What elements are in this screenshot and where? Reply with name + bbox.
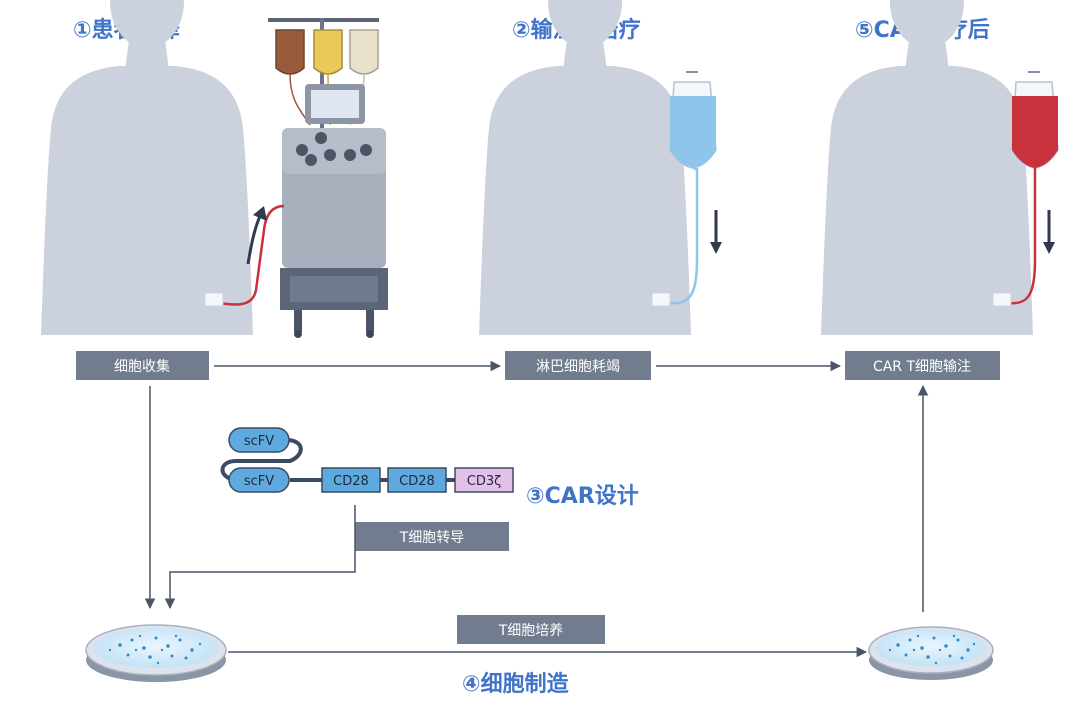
- patient-silhouette-1: [41, 0, 253, 335]
- down-flow-arrowhead-1: [710, 242, 722, 254]
- svg-text:CAR T细胞输注: CAR T细胞输注: [873, 359, 971, 375]
- cd28-domain-2: [387, 467, 447, 493]
- box-car-t-infusion: CAR T细胞输注: [845, 351, 1000, 380]
- cd28-label-2: CD28: [399, 474, 435, 489]
- saline-bag-icon: [669, 71, 717, 171]
- svg-text:细胞收集: 细胞收集: [114, 358, 170, 375]
- scfv-label-1: scFV: [244, 434, 274, 449]
- scfv-domain-1: [228, 427, 290, 453]
- arm-patch-1: [204, 292, 224, 307]
- cd3z-domain: [454, 467, 514, 493]
- scfv-label-2: scFV: [244, 474, 274, 489]
- up-flow-arrowhead: [253, 206, 267, 221]
- car-t-line: [1007, 168, 1037, 305]
- petri-dish-icon-1: [85, 624, 227, 682]
- cd28-domain-1: [321, 467, 381, 493]
- box-t-cell-transduction: T细胞转导: [355, 522, 509, 551]
- svg-text:T细胞培养: T细胞培养: [498, 623, 564, 639]
- blood-line-1: [219, 204, 285, 306]
- svg-text:T细胞转导: T细胞转导: [399, 530, 465, 546]
- scfv-domain-2: [228, 467, 290, 493]
- arrow-transduction-to-dish: [164, 505, 356, 610]
- down-flow-arrowhead-2: [1043, 242, 1055, 254]
- arm-patch-3: [992, 292, 1012, 307]
- apheresis-machine-icon: [268, 18, 388, 338]
- svg-text:淋巴细胞耗竭: 淋巴细胞耗竭: [536, 359, 620, 375]
- box-cell-collection: 细胞收集: [76, 351, 209, 380]
- up-flow-arrow-icon: [246, 215, 262, 265]
- patient-silhouette-2: [479, 0, 691, 335]
- arm-patch-2: [651, 292, 671, 307]
- petri-dish-icon-2: [868, 626, 994, 680]
- box-lymphodepletion: 淋巴细胞耗竭: [505, 351, 651, 380]
- car-construct: scFV scFV CD28 CD28 CD3ζ: [220, 427, 514, 493]
- step-title-cell-manufacturing: ④细胞制造: [462, 671, 569, 697]
- saline-line: [667, 168, 699, 305]
- box-t-cell-culture: T细胞培养: [457, 615, 605, 644]
- patient-silhouette-3: [821, 0, 1033, 335]
- car-t-bag-icon: [1011, 71, 1059, 169]
- step-title-car-design: ③CAR设计: [526, 484, 639, 509]
- cd28-label-1: CD28: [333, 474, 369, 489]
- cd3z-label: CD3ζ: [467, 474, 501, 489]
